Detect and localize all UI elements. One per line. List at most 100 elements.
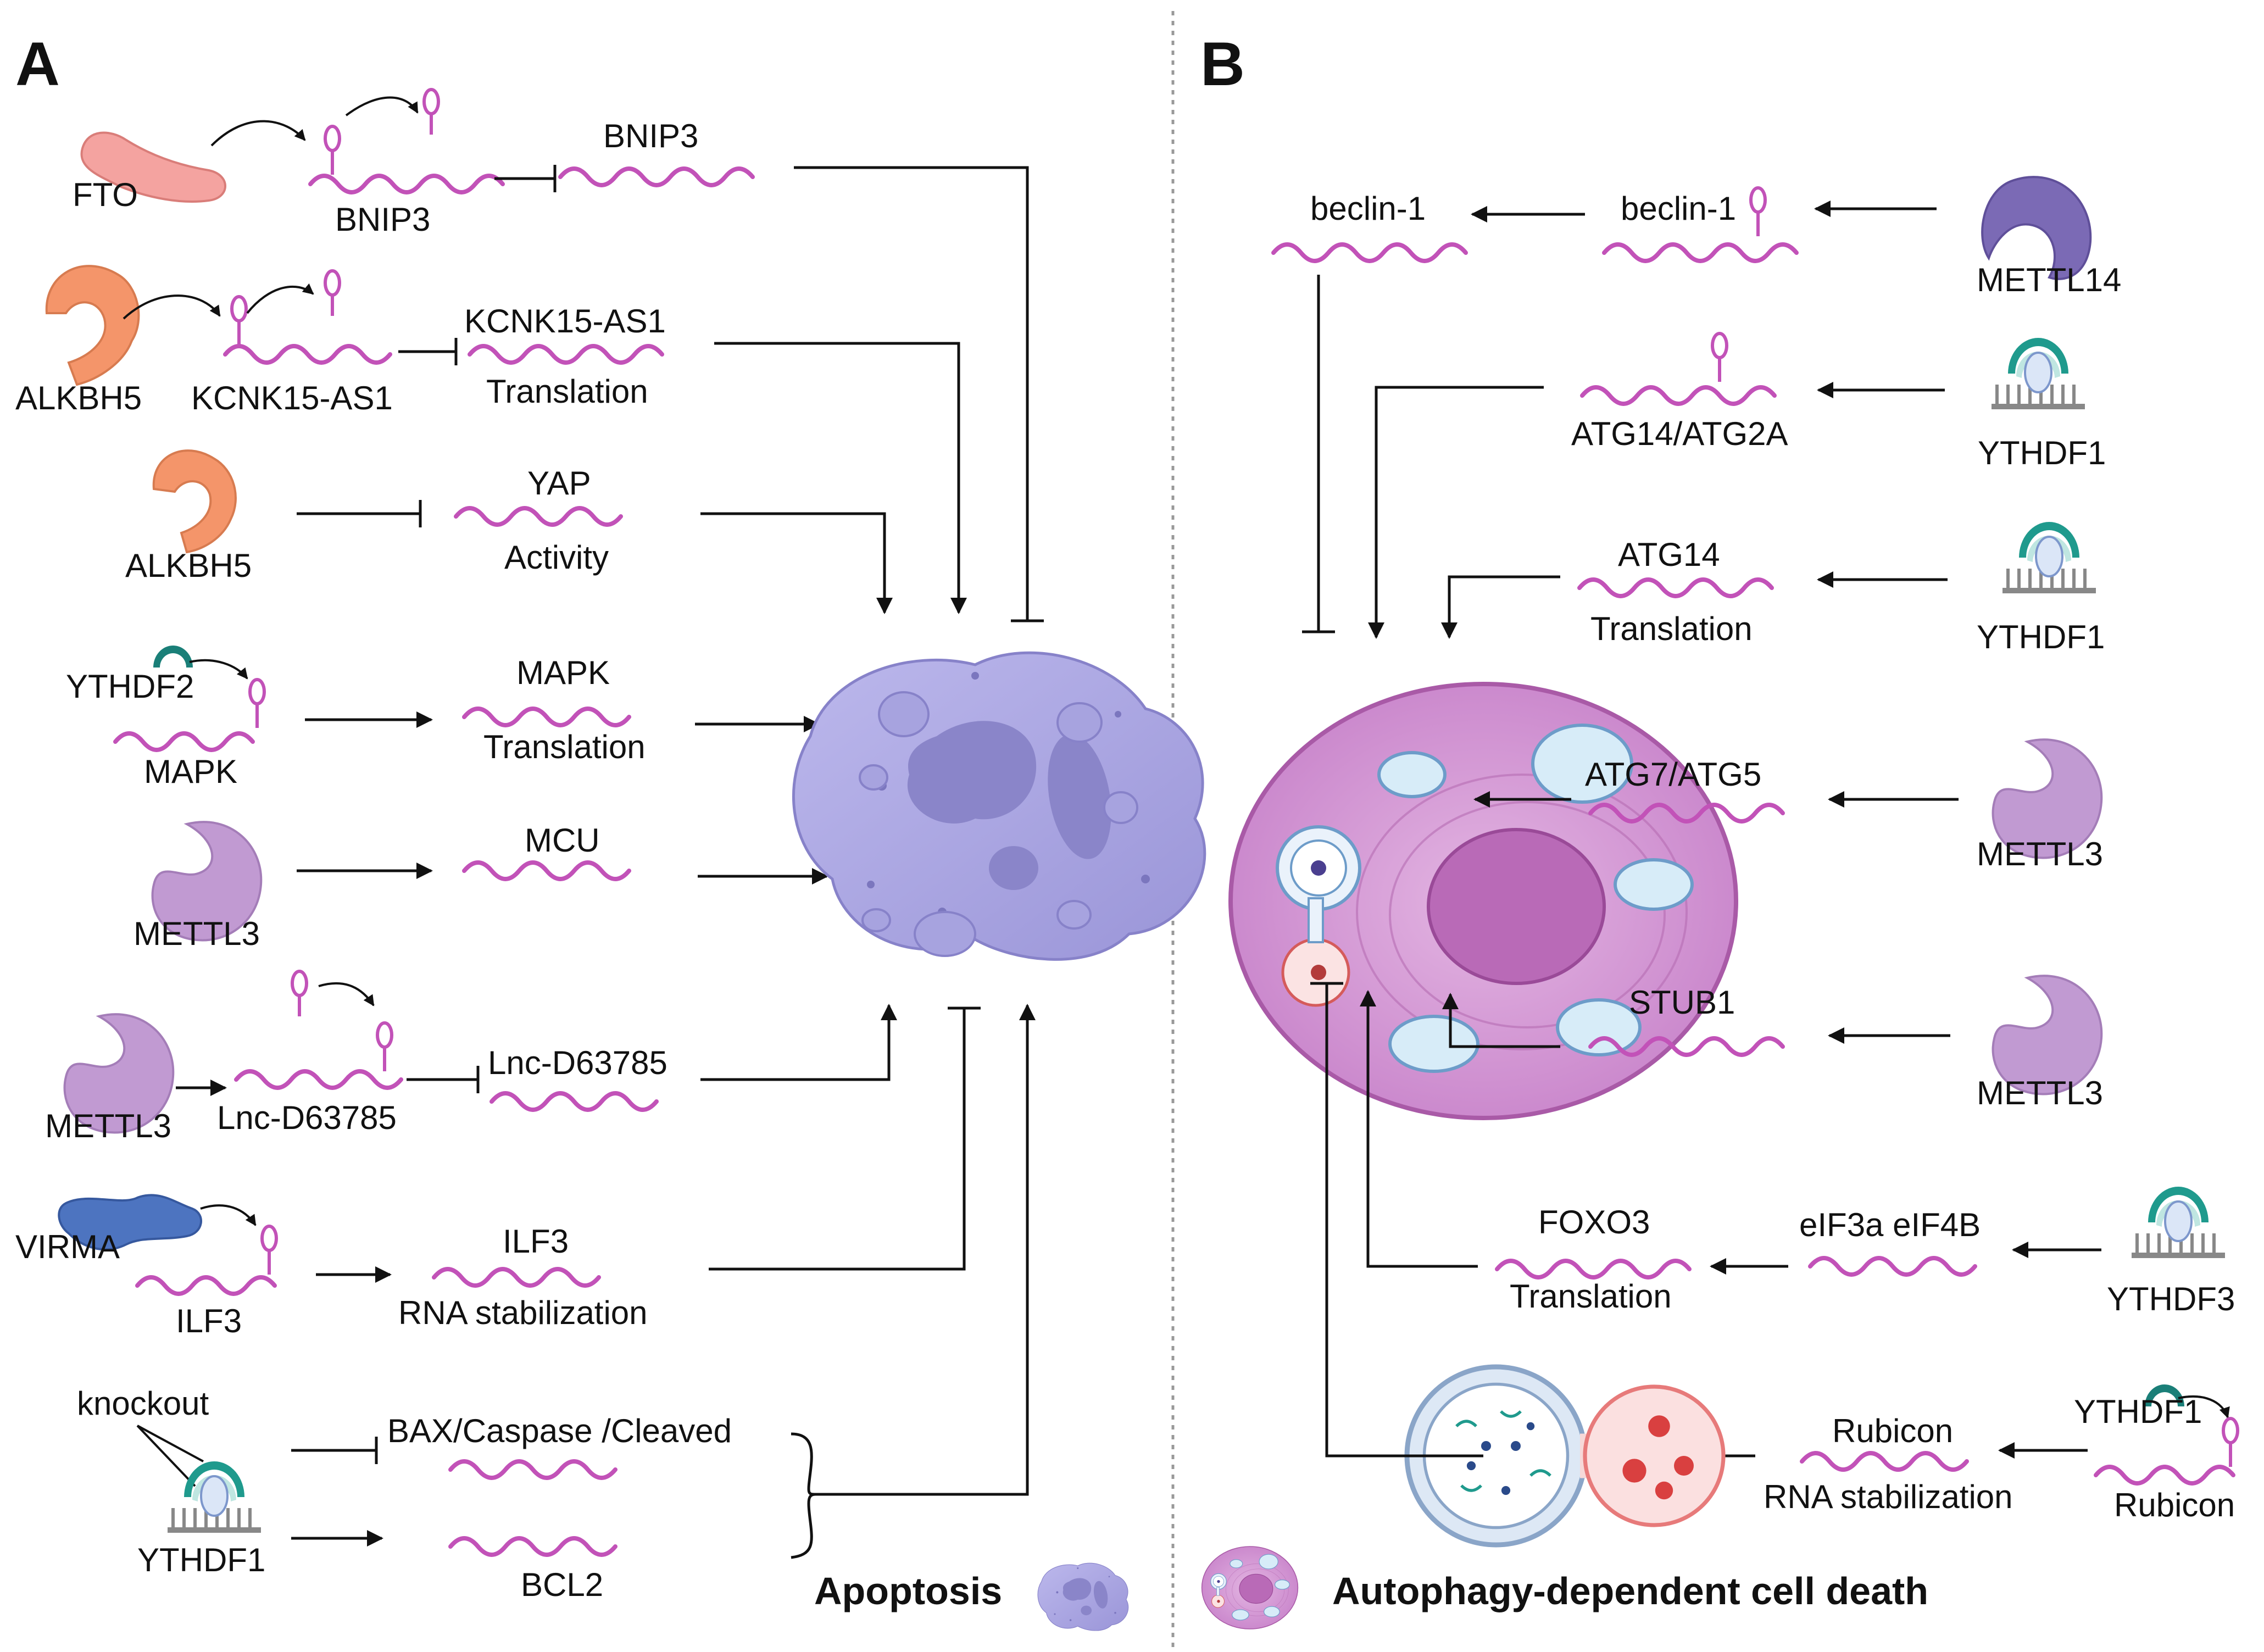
apoptotic-body (914, 911, 976, 957)
bnip3-mrna-product (558, 166, 755, 187)
bax-mrna (448, 1459, 618, 1480)
mettl3-protein-2 (63, 1013, 175, 1134)
virma-arrow (200, 1204, 257, 1226)
autophagy-legend-label: Autophagy-dependent cell death (1332, 1570, 1928, 1612)
ythdf2-label: YTHDF2 (66, 668, 194, 705)
atg14-effect-label: Translation (1590, 610, 1753, 647)
bax-label: BAX/Caspase /Cleaved (387, 1412, 732, 1449)
atg14-mrna (1577, 577, 1774, 598)
apoptotic-body (878, 691, 930, 737)
m6a-mark (1712, 333, 1727, 382)
kcnk15-effect-label: Translation (486, 373, 648, 410)
apoptotic-body (859, 764, 888, 791)
methylation-arrow (318, 982, 375, 1006)
yap-label: YAP (527, 465, 591, 502)
ythdf1-label-2: YTHDF1 (1977, 619, 2105, 655)
knockout-label: knockout (77, 1385, 209, 1422)
fto-protein (80, 131, 226, 203)
m6a-mark (250, 680, 264, 728)
lnc-mrna-label: Lnc-D63785 (217, 1099, 397, 1136)
m6a-mark (2223, 1419, 2238, 1467)
yap-effect-label: Activity (504, 539, 609, 576)
knockout-pointer (136, 1425, 196, 1487)
bnip3-inhibit (494, 165, 557, 192)
ilf3-mrna-product (432, 1267, 601, 1288)
mcu-mrna (462, 860, 631, 881)
bcl2-label: BCL2 (521, 1566, 603, 1603)
ythdf3-label: YTHDF3 (2107, 1281, 2235, 1317)
kcnk15-mrna-unmod (223, 344, 392, 365)
mettl3-label-1: METTL3 (133, 915, 260, 952)
mapk-mrna-product (462, 707, 631, 727)
autophagy-legend-icon (1201, 1546, 1299, 1629)
kcnk15-mrna-label: KCNK15-AS1 (191, 380, 393, 416)
bnip3-product-label: BNIP3 (603, 118, 698, 154)
mapk-mrna-label: MAPK (144, 753, 237, 790)
mapk-product-label: MAPK (516, 654, 610, 691)
beclin-mrna-product (1271, 242, 1468, 263)
kcnk15-product-label: KCNK15-AS1 (464, 303, 666, 340)
bax-inhibit (291, 1437, 378, 1464)
rubicon-mrna-source (2094, 1465, 2235, 1486)
eif-mrna (1808, 1256, 1977, 1277)
mcu-label: MCU (525, 822, 600, 859)
lnc-to-apoptosis (700, 1004, 897, 1081)
ythdf1-reader-2 (2002, 522, 2096, 591)
rubicon-mrna (1800, 1451, 1969, 1472)
beclin-product-label: beclin-1 (1310, 190, 1426, 227)
apoptotic-body (1103, 791, 1138, 824)
ythdf1-to-apoptosis (813, 1004, 1036, 1496)
mapk-mrna-source (113, 731, 255, 752)
m6a-mark (325, 126, 340, 175)
ythdf1-reader-1 (1992, 338, 2085, 407)
m6a-mark (232, 297, 246, 345)
mettl3-protein-b2 (1992, 975, 2103, 1095)
released-m6a-mark (424, 90, 438, 135)
atg14-atg2a-to-autophagy (1368, 386, 1544, 639)
bnip3-mrna-unmod (308, 174, 505, 194)
foxo3-effect-label: Translation (1510, 1278, 1672, 1315)
atg7-atg5-label: ATG7/ATG5 (1585, 756, 1761, 793)
apoptotic-cell (793, 653, 1204, 959)
atg14-to-autophagy (1441, 575, 1560, 639)
foxo3-label: FOXO3 (1538, 1204, 1650, 1241)
mettl3-label-b1: METTL3 (1977, 836, 2103, 872)
ythdf2-arrow (189, 659, 248, 680)
yap-to-apoptosis (700, 512, 893, 614)
panel-label-a: A (15, 30, 60, 98)
stub1-label: STUB1 (1629, 984, 1735, 1021)
mettl3-protein-b1 (1992, 738, 2103, 859)
demethylation-arrow (345, 96, 419, 116)
ilf3-effect-label: RNA stabilization (398, 1294, 648, 1331)
apoptotic-body (1056, 900, 1092, 930)
mettl3-protein-1 (151, 821, 263, 942)
bnip3-to-apoptosis (794, 166, 1044, 622)
mettl3-label-b2: METTL3 (1977, 1075, 2103, 1111)
lnc-mrna-product (489, 1091, 659, 1112)
m6a-mark (377, 1023, 392, 1071)
apoptosis-legend-icon (1037, 1562, 1129, 1631)
ythdf3-reader (2132, 1187, 2225, 1255)
fto-label: FTO (73, 176, 138, 213)
ilf3-to-apoptosis (709, 1006, 981, 1271)
kcnk15-mrna-product (468, 344, 664, 365)
rubicon-mrna-label: Rubicon (2114, 1487, 2235, 1523)
beclin-mrna-label: beclin-1 (1621, 190, 1736, 227)
yap-inhibit (297, 500, 422, 527)
mapk-effect-label: Translation (483, 728, 646, 765)
apoptosis-legend-label: Apoptosis (814, 1570, 1002, 1612)
ilf3-product-label: ILF3 (503, 1223, 569, 1260)
ythdf1-label-1: YTHDF1 (1978, 435, 2106, 471)
released-m6a-mark (325, 271, 340, 316)
kcnk15-inhibit (398, 338, 458, 365)
ilf3-mrna-source (135, 1275, 277, 1296)
beclin-to-autophagy (1302, 275, 1335, 633)
rubicon-effect-label: RNA stabilization (1764, 1478, 2013, 1515)
lnc-mrna-source (234, 1069, 403, 1090)
foxo3-mrna (1495, 1259, 1692, 1280)
virma-protein (58, 1194, 202, 1251)
ythdf1-label-3: YTHDF1 (2074, 1393, 2202, 1430)
free-m6a-mark (292, 971, 307, 1016)
alkbh5-protein-1 (45, 265, 140, 386)
